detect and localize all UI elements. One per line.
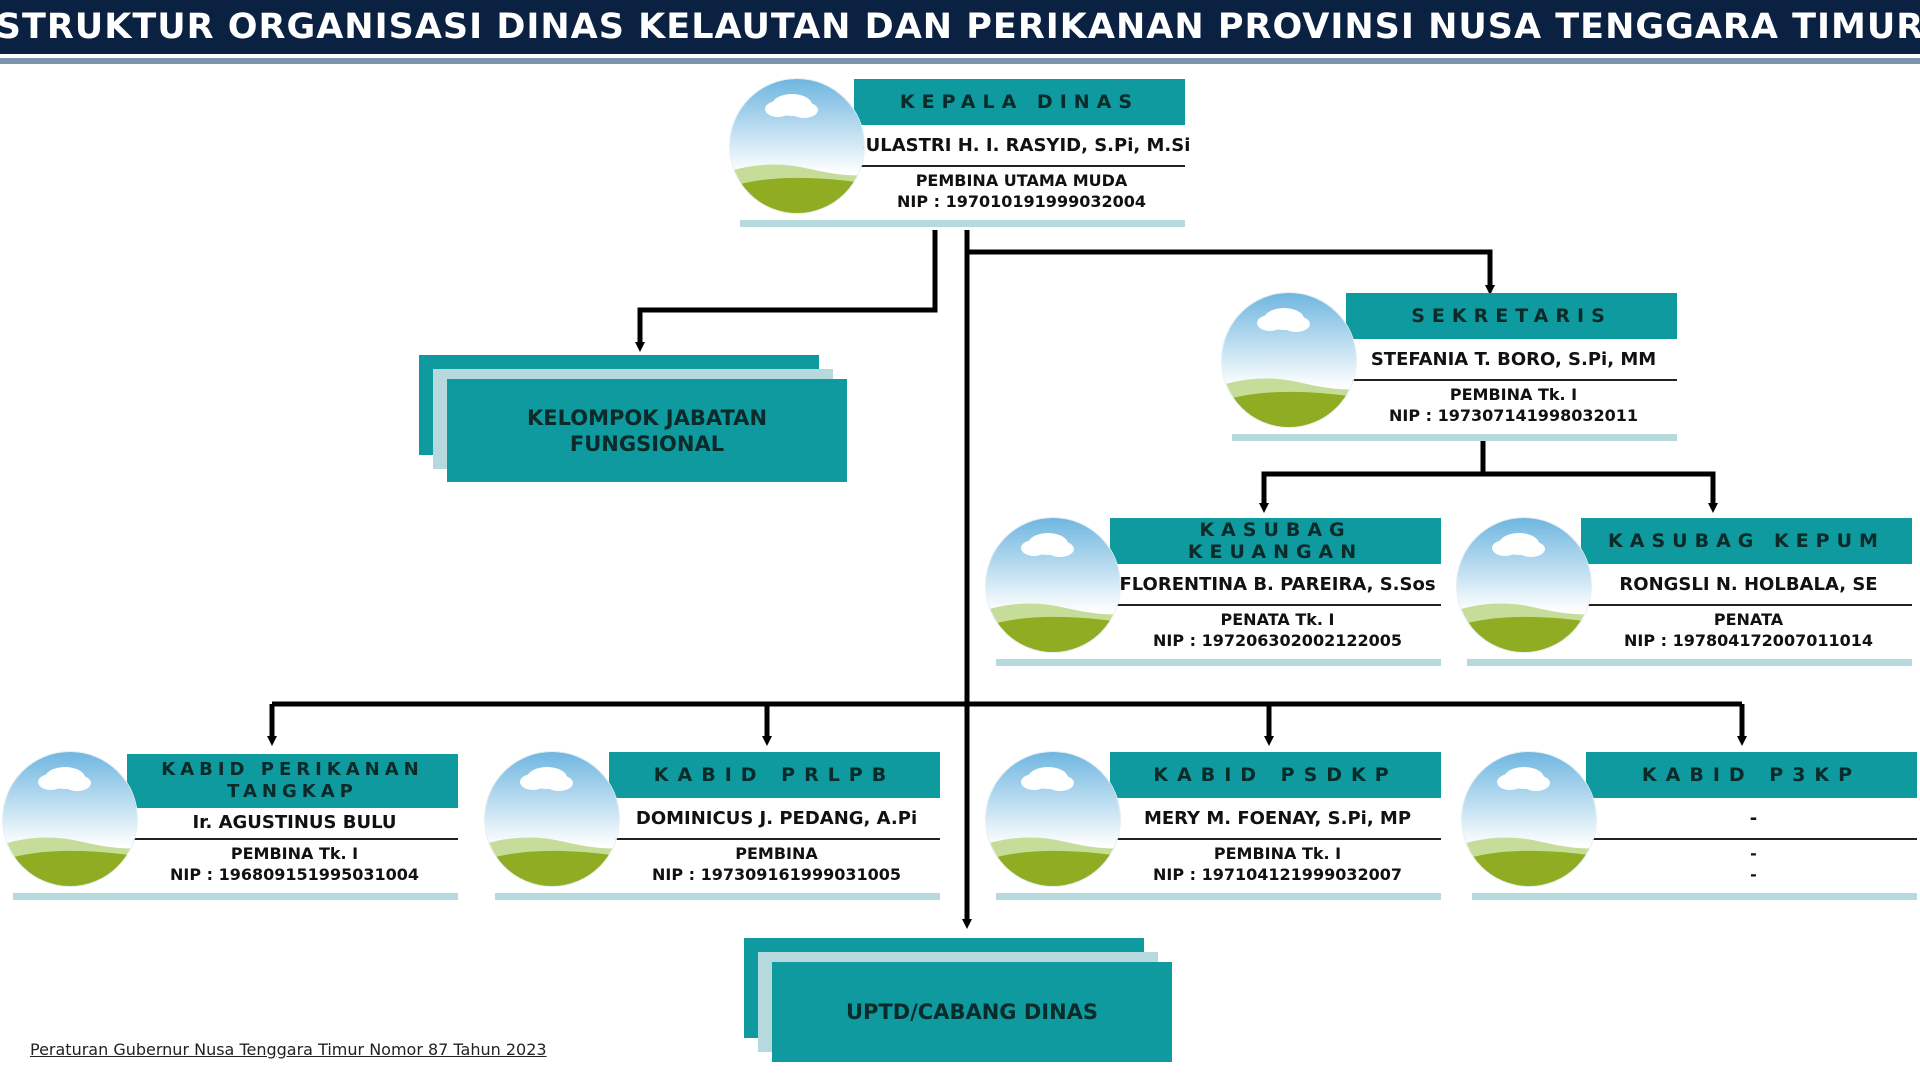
landscape-avatar-icon [1462,752,1596,886]
card-name: MERY M. FOENAY, S.Pi, MP [1143,807,1412,829]
card-rank: PEMBINA Tk. I [1449,385,1578,404]
card-base [996,893,1441,900]
card-name: DOMINICUS J. PEDANG, A.Pi [635,807,918,829]
landscape-avatar-icon [1457,518,1591,652]
card-rank: PEMBINA UTAMA MUDA [915,171,1128,190]
card-base [1467,659,1912,666]
card-kabid-psdkp: KABID PSDKP MERY M. FOENAY, S.Pi, MP PEM… [986,752,1441,902]
card-divider [613,838,940,840]
card-name: STEFANIA T. BORO, S.Pi, MM [1370,348,1657,370]
card-kasubag-keuangan: KASUBAG KEUANGAN FLORENTINA B. PAREIRA, … [986,518,1441,668]
card-name: - [1749,807,1758,829]
card-title: KABID PSDKP [1153,764,1398,786]
landscape-avatar-icon [986,752,1120,886]
card-base [1232,434,1677,441]
card-title: KEPALA DINAS [899,91,1140,113]
card-base [1472,893,1917,900]
stack-layer-front: UPTD/CABANG DINAS [772,962,1172,1062]
header-bar: STRUKTUR ORGANISASI DINAS KELAUTAN DAN P… [0,0,1920,54]
card-rank: PEMBINA Tk. I [230,844,359,863]
card-nip: NIP : 197307141998032011 [1389,406,1638,425]
landscape-avatar-icon [485,752,619,886]
card-name: SULASTRI H. I. RASYID, S.Pi, M.Si [852,134,1191,156]
card-titlebar: KABID PERIKANAN TANGKAP [127,754,458,808]
regulation-footnote: Peraturan Gubernur Nusa Tenggara Timur N… [30,1040,547,1059]
card-divider [1585,604,1912,606]
card-rank: PEMBINA [735,844,818,863]
card-nip: NIP : 197309161999031005 [652,865,901,884]
card-nip: NIP : 197104121999032007 [1153,865,1402,884]
card-rank: PEMBINA Tk. I [1213,844,1342,863]
card-nip: NIP : 197804172007011014 [1624,631,1873,650]
card-base [495,893,940,900]
card-titlebar: KASUBAG KEUANGAN [1110,518,1441,564]
card-rank: - [1750,844,1757,863]
card-sekretaris: SEKRETARIS STEFANIA T. BORO, S.Pi, MM PE… [1222,293,1677,443]
card-base [740,220,1185,227]
card-name: Ir. AGUSTINUS BULU [192,811,397,833]
card-divider [858,165,1185,167]
card-name: RONGSLI N. HOLBALA, SE [1619,573,1878,595]
card-kasubag-kepum: KASUBAG KEPUM RONGSLI N. HOLBALA, SE PEN… [1457,518,1912,668]
card-titlebar: KABID P3KP [1586,752,1917,798]
connector-kepala-kelompok [635,230,938,352]
header-rule [0,58,1920,64]
card-title: KABID PERIKANAN TANGKAP [161,759,424,802]
card-title: KASUBAG KEUANGAN [1187,519,1364,563]
card-titlebar: KASUBAG KEPUM [1581,518,1912,564]
landscape-avatar-icon [1222,293,1356,427]
connector-sekretaris [967,249,1495,295]
card-titlebar: KABID PRLPB [609,752,940,798]
connector-kasubag [1259,440,1486,513]
card-nip: - [1750,865,1757,884]
card-kabid-prlpb: KABID PRLPB DOMINICUS J. PEDANG, A.Pi PE… [485,752,940,902]
card-titlebar: SEKRETARIS [1346,293,1677,339]
card-base [13,893,458,900]
landscape-avatar-icon [730,79,864,213]
landscape-avatar-icon [3,752,137,886]
card-rank: PENATA Tk. I [1220,610,1335,629]
card-divider [1590,838,1917,840]
page-title: STRUKTUR ORGANISASI DINAS KELAUTAN DAN P… [0,7,1920,47]
card-base [996,659,1441,666]
card-nip: NIP : 196809151995031004 [170,865,419,884]
card-title: SEKRETARIS [1411,305,1612,327]
card-divider [1114,604,1441,606]
card-rank: PENATA [1713,610,1784,629]
uptd-label: UPTD/CABANG DINAS [845,1000,1099,1024]
connector-kasubag-kepum [1483,471,1718,513]
card-title: KASUBAG KEPUM [1608,530,1885,552]
card-titlebar: KEPALA DINAS [854,79,1185,125]
card-title: KABID P3KP [1641,764,1862,786]
card-divider [131,838,458,840]
kelompok-label: KELOMPOK JABATAN FUNGSIONAL [526,405,768,456]
card-title: KABID PRLPB [653,764,896,786]
card-nip: NIP : 197206302002122005 [1153,631,1402,650]
card-kabid-perikanan-tangkap: KABID PERIKANAN TANGKAP Ir. AGUSTINUS BU… [3,752,458,902]
landscape-avatar-icon [986,518,1120,652]
card-kabid-p3kp: KABID P3KP - - - [1462,752,1917,902]
card-divider [1350,379,1677,381]
card-divider [1114,838,1441,840]
card-kepala-dinas: KEPALA DINAS SULASTRI H. I. RASYID, S.Pi… [730,79,1191,229]
card-name: FLORENTINA B. PAREIRA, S.Sos [1119,573,1436,595]
stack-layer-front: KELOMPOK JABATAN FUNGSIONAL [447,379,847,482]
card-nip: NIP : 197010191999032004 [897,192,1146,211]
card-titlebar: KABID PSDKP [1110,752,1441,798]
